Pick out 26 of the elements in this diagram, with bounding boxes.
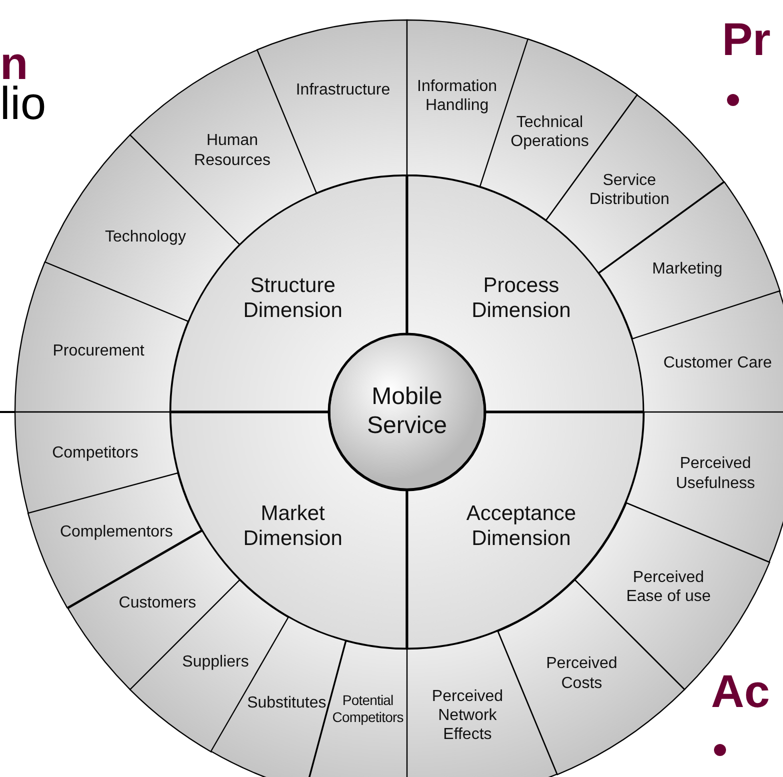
dimension-label: Acceptance Dimension — [465, 501, 578, 552]
segment-label: Customer Care — [662, 353, 773, 372]
heading-fragment: Pr — [722, 16, 771, 62]
segment-label: Customers — [118, 594, 198, 614]
heading-fragment: Ac — [711, 668, 770, 714]
segment-label: Infrastructure — [294, 80, 392, 100]
segment-label: Suppliers — [181, 652, 250, 672]
segment-label: Service Distribution — [588, 170, 670, 209]
segment-label: Procurement — [52, 341, 146, 360]
segment-label: Potential Competitors — [331, 692, 404, 726]
dimension-label: Process Dimension — [470, 272, 572, 323]
segment-label: Marketing — [651, 260, 724, 279]
segment-label: Perceived Costs — [545, 654, 618, 693]
dimension-label: Market Dimension — [242, 501, 344, 552]
center-label: Mobile Service — [366, 383, 448, 441]
segment-label: Perceived Network Effects — [430, 687, 504, 745]
segment-label: Human Resources — [193, 131, 272, 170]
segment-label: Perceived Ease of use — [625, 568, 712, 606]
dimension-label: Structure Dimension — [242, 272, 344, 323]
segment-label: Substitutes — [246, 692, 328, 712]
segment-label: Perceived Usefulness — [674, 454, 756, 493]
segment-label: Technical Operations — [510, 112, 590, 151]
segment-label: Information Handling — [416, 76, 498, 116]
segment-label: Competitors — [51, 443, 140, 463]
segment-label: Technology — [104, 228, 187, 247]
segment-label: Complementors — [58, 522, 174, 542]
